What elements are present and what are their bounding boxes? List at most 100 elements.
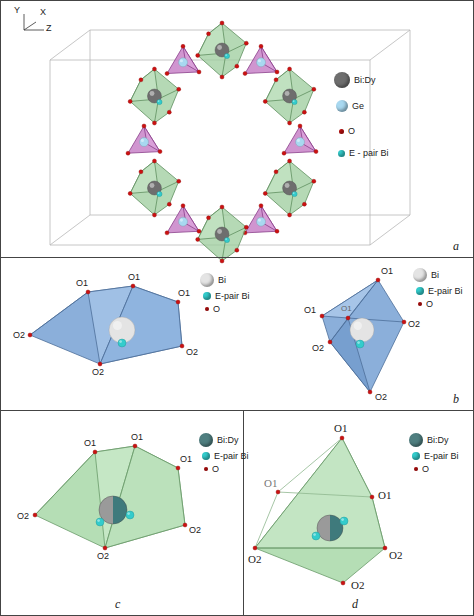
legend-item: Bi: [413, 268, 439, 282]
oxygen-atom: [370, 495, 374, 499]
polyhedron-face: [255, 438, 385, 548]
ge-tetrahedron: [167, 46, 199, 73]
oxygen-atom: [165, 231, 169, 235]
oxygen-atom: [244, 225, 248, 229]
sphere-highlight: [258, 219, 261, 222]
oxygen-atom: [376, 278, 380, 282]
sphere-highlight: [180, 219, 183, 222]
atom-label: O2: [389, 550, 402, 561]
oxygen-atom: [244, 41, 248, 45]
polyhedron-face: [105, 446, 185, 548]
ge-tetrahedron: [284, 126, 316, 153]
oxygen-atom: [33, 513, 37, 517]
atom-label: O1: [84, 439, 96, 448]
oxygen-atom: [177, 87, 181, 91]
legend-swatch: [416, 287, 424, 295]
edge-line: [278, 492, 372, 497]
edge-line: [90, 30, 91, 215]
edge-line: [226, 227, 246, 237]
oxygen-atom: [282, 151, 286, 155]
oxygen-atom: [288, 121, 292, 125]
bidy-atom: [215, 43, 229, 57]
oxygen-atom: [253, 546, 257, 550]
legend-text: O: [422, 464, 429, 474]
oxygen-atom: [220, 259, 224, 263]
legend-item: Bi:Dy: [334, 72, 376, 88]
legend-item: O: [205, 304, 220, 314]
ge-atom: [179, 58, 188, 67]
legend-text: E-pair Bi: [215, 291, 250, 301]
edge-line: [158, 89, 178, 99]
sphere-highlight: [293, 192, 295, 194]
oxygen-atom: [263, 191, 267, 195]
oxygen-atom: [328, 340, 332, 344]
lone-pair: [96, 518, 104, 526]
oxygen-atom: [207, 32, 211, 36]
legend-text: Bi:Dy: [427, 435, 449, 445]
panel-letter: d: [352, 597, 358, 612]
axis-label: Z: [46, 24, 52, 33]
sphere-highlight: [341, 518, 344, 521]
atom-label: O2: [248, 554, 261, 565]
edge-line: [294, 181, 314, 191]
oxygen-atom: [142, 124, 146, 128]
legend-text: E-pair Bi: [424, 451, 459, 461]
atom-label: O1: [131, 433, 143, 442]
sphere-highlight: [258, 59, 261, 62]
oxygen-atom: [152, 213, 156, 217]
oxygen-atom: [235, 64, 239, 68]
atom-label: O2: [351, 580, 364, 591]
legend-text: O: [213, 304, 220, 314]
legend-swatch: [199, 433, 213, 447]
edge-line: [255, 548, 385, 549]
oxygen-atom: [207, 216, 211, 220]
sphere-highlight: [225, 238, 227, 240]
oxygen-atom: [274, 78, 278, 82]
ge-atom: [179, 217, 188, 226]
oxygen-atom: [196, 237, 200, 241]
bi-polyhedron: [30, 286, 182, 364]
sphere-highlight: [119, 340, 122, 343]
legend-item: Bi:Dy: [409, 433, 449, 447]
bidy-atom: [283, 181, 297, 195]
edge-line: [50, 60, 51, 245]
sphere-highlight: [97, 519, 100, 522]
oxygen-atom: [176, 300, 180, 304]
legend-text: E-pair Bi: [214, 451, 249, 461]
panel-letter: c: [115, 597, 120, 612]
oxygen-atom: [302, 202, 306, 206]
sphere-highlight: [113, 321, 122, 330]
legend-item: E-pair Bi: [203, 291, 250, 301]
atom-label: O2: [97, 552, 109, 561]
atom-label: O2: [186, 348, 198, 357]
atom-label: O1: [178, 289, 190, 298]
ge-tetrahedron: [167, 206, 199, 233]
oxygen-atom: [167, 110, 171, 114]
ge-atom: [257, 58, 266, 67]
edge-line: [90, 215, 410, 216]
oxygen-atom: [243, 72, 247, 76]
atom-label: O2: [375, 393, 387, 402]
oxygen-atom: [183, 523, 187, 527]
atom-label: O1: [264, 478, 277, 489]
legend-swatch: [334, 72, 350, 88]
oxygen-atom: [93, 450, 97, 454]
edge-line: [255, 492, 278, 548]
oxygen-atom: [259, 204, 263, 208]
lone-pair: [157, 191, 162, 196]
oxygen-atom: [276, 490, 280, 494]
oxygen-atom: [383, 546, 387, 550]
legend-text: E-pair Bi: [428, 286, 463, 296]
oxygen-atom: [133, 444, 137, 448]
panel-letter: b: [453, 392, 459, 407]
legend-swatch: [202, 452, 210, 460]
oxygen-atom: [158, 150, 162, 154]
atom-label: O2: [13, 331, 25, 340]
oxygen-atom: [28, 333, 32, 337]
oxygen-atom: [139, 78, 143, 82]
sphere-highlight: [357, 341, 360, 344]
bidy-atom: [283, 89, 297, 103]
legend-item: O: [204, 464, 219, 474]
legend-swatch: [339, 129, 344, 134]
